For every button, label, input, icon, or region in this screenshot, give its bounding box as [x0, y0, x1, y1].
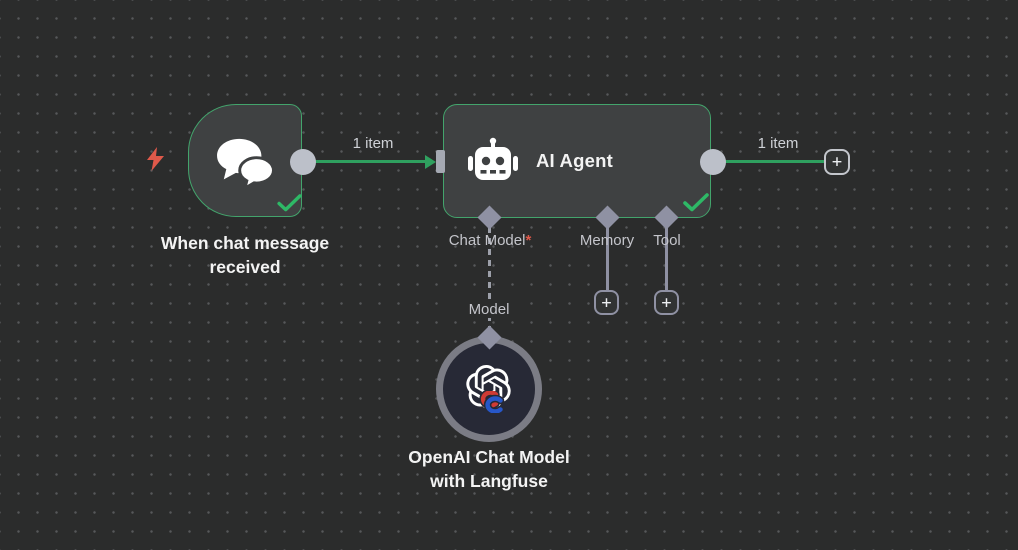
port-tool-label: Tool — [653, 232, 681, 249]
connection-chat-model-to-model[interactable] — [488, 227, 491, 331]
connection-arrowhead-icon — [425, 155, 436, 169]
port-memory-label: Memory — [579, 232, 635, 249]
agent-output-endpoint[interactable] — [700, 149, 726, 175]
add-tool-button[interactable]: + — [654, 290, 679, 315]
model-connection-label: Model — [450, 301, 528, 318]
trigger-node-label: When chat message received — [160, 233, 330, 277]
langfuse-logo-icon — [479, 391, 505, 413]
agent-node-title: AI Agent — [536, 150, 613, 171]
port-label-text: Chat Model — [448, 232, 526, 249]
port-chat-model-label: Chat Model* — [410, 232, 570, 249]
connection-trigger-to-agent[interactable] — [303, 160, 426, 163]
connection-tool-stub — [665, 226, 668, 290]
agent-input-endpoint[interactable] — [436, 150, 445, 173]
robot-icon — [468, 137, 518, 180]
required-asterisk: * — [525, 232, 532, 249]
connection-agent-output[interactable] — [713, 160, 824, 163]
model-node-label: OpenAI Chat Model with Langfuse — [408, 447, 570, 491]
connection-items-badge: 1 item — [757, 135, 799, 152]
chat-bubbles-icon — [217, 138, 275, 190]
connection-memory-stub — [606, 226, 609, 290]
add-memory-button[interactable]: + — [594, 290, 619, 315]
trigger-output-endpoint[interactable] — [290, 149, 316, 175]
success-check-icon — [683, 193, 709, 212]
add-node-button[interactable]: + — [824, 149, 850, 175]
success-check-icon — [277, 194, 302, 212]
trigger-bolt-icon — [147, 147, 164, 171]
connection-items-badge: 1 item — [352, 135, 394, 152]
